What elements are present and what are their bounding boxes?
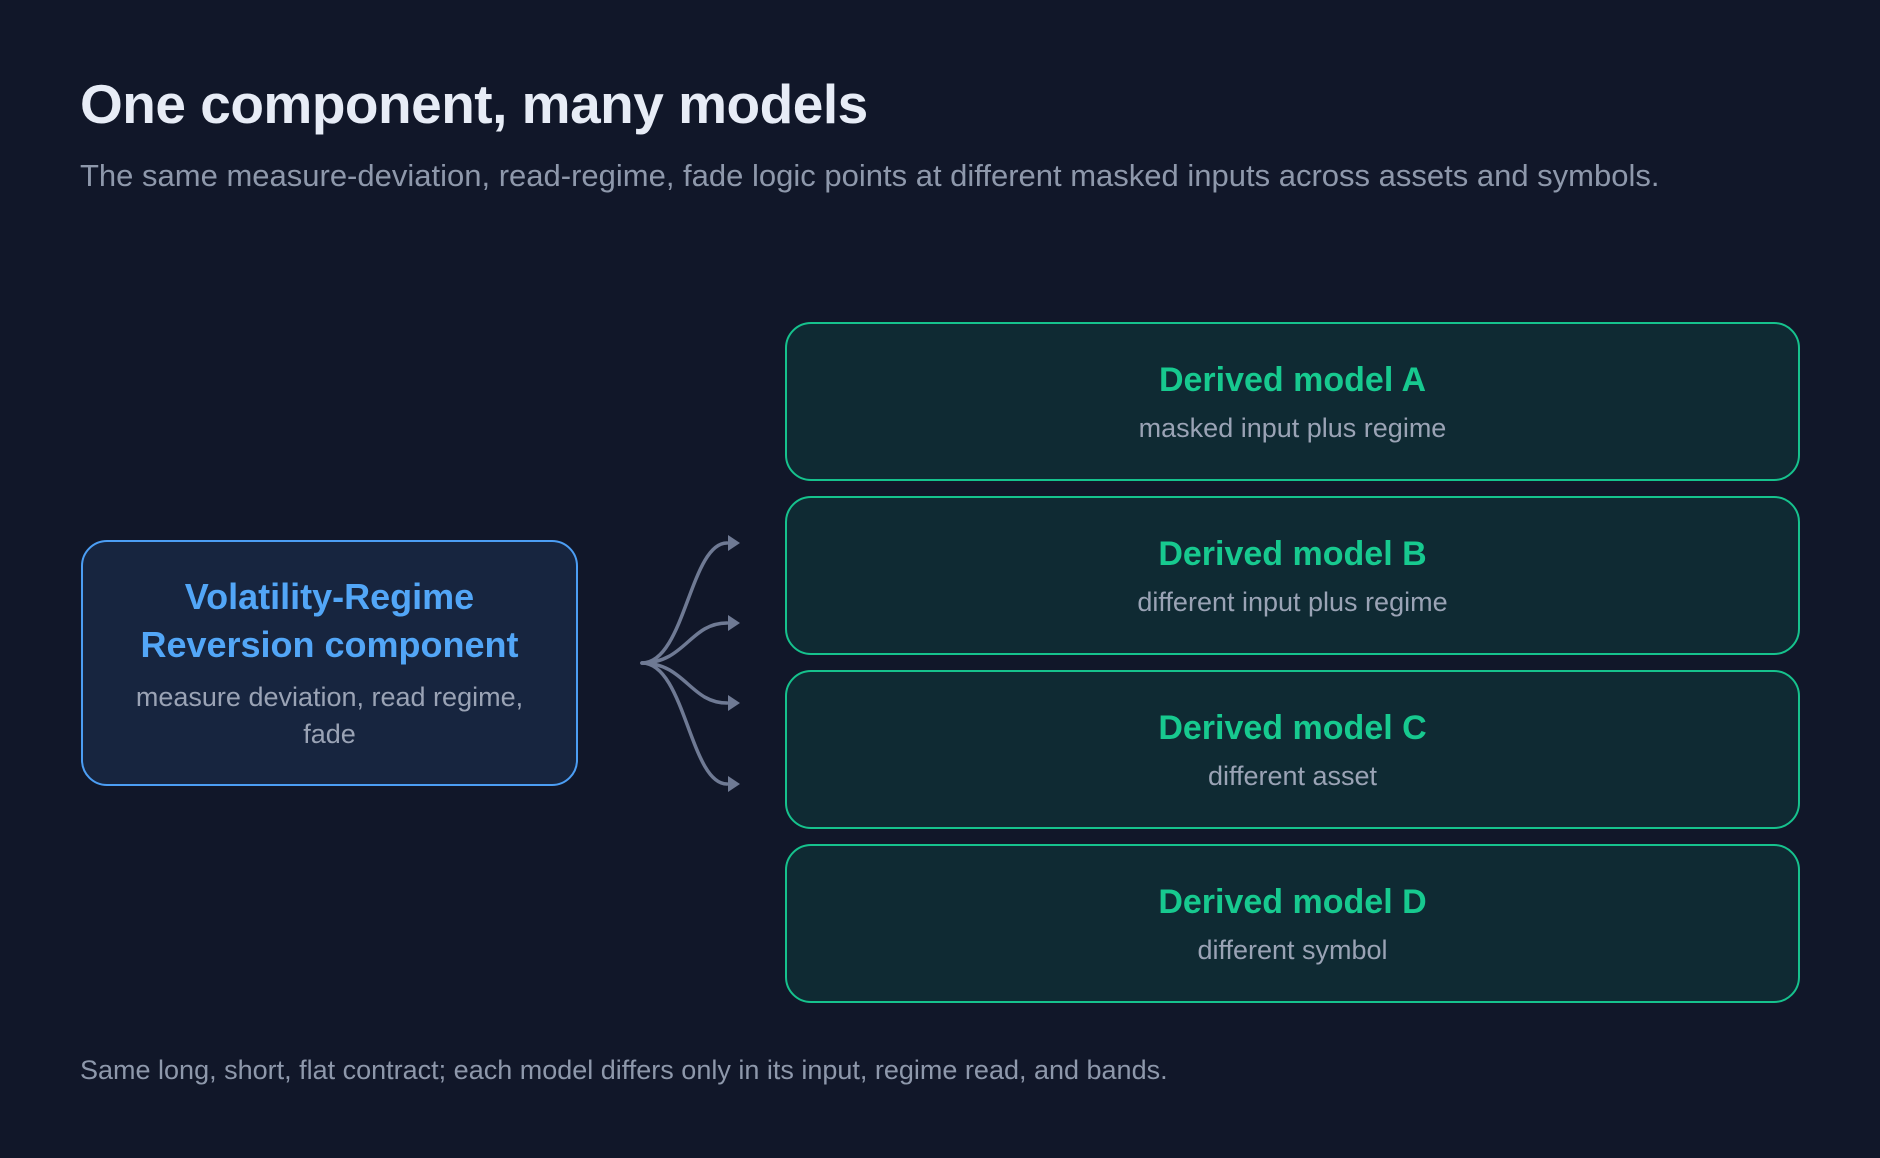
arrowhead-b	[728, 615, 740, 631]
model-name-d: Derived model D	[1158, 882, 1427, 921]
model-description-b: different input plus regime	[1137, 586, 1448, 617]
component-box: Volatility-Regime Reversion component me…	[81, 540, 578, 786]
component-description: measure deviation, read regime, fade	[135, 682, 524, 749]
connector-branch-a	[640, 541, 729, 665]
diagram-subtitle: The same measure-deviation, read-regime,…	[80, 158, 1660, 193]
model-description-a: masked input plus regime	[1138, 412, 1447, 443]
model-box-a: Derived model A masked input plus regime	[785, 322, 1800, 481]
fan-out-connector	[640, 535, 740, 792]
model-name-c: Derived model C	[1158, 708, 1427, 747]
model-description-d: different symbol	[1197, 934, 1388, 965]
component-title: Volatility-Regime Reversion component	[140, 576, 519, 665]
model-name-b: Derived model B	[1158, 534, 1427, 573]
footnote: Same long, short, flat contract; each mo…	[80, 1055, 1168, 1085]
arrowhead-a	[728, 535, 740, 551]
connector-branch-c	[640, 661, 729, 705]
model-box-b: Derived model B different input plus reg…	[785, 496, 1800, 655]
connector-branch-d	[640, 661, 729, 786]
model-name-a: Derived model A	[1158, 360, 1427, 399]
arrowhead-d	[728, 776, 740, 792]
connector-branch-b	[640, 621, 729, 665]
model-box-d: Derived model D different symbol	[785, 844, 1800, 1003]
arrowhead-c	[728, 695, 740, 711]
diagram-title: One component, many models	[80, 73, 868, 135]
model-box-c: Derived model C different asset	[785, 670, 1800, 829]
model-description-c: different asset	[1207, 760, 1378, 791]
